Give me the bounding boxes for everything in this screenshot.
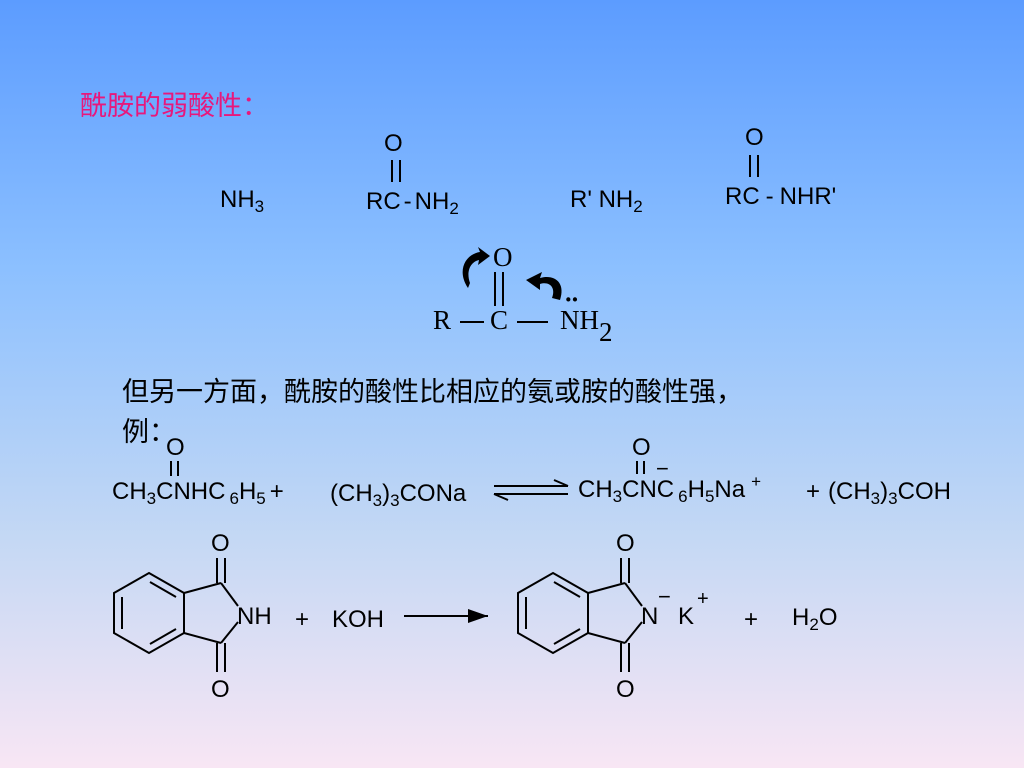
reaction-arrow-head (468, 609, 488, 623)
eq2-top-oxygen2: O (616, 530, 635, 557)
resonance-r: R (433, 305, 452, 335)
eq1-left-oxygen: O (166, 434, 185, 461)
eq2-potassium: K (678, 603, 695, 630)
eq1-product2: +(CH3)3COH (806, 478, 951, 508)
page-title: 酰胺的弱酸性： (80, 91, 269, 122)
eq2-water: H2O (792, 604, 838, 634)
resonance-bonds (460, 272, 548, 323)
eq1-minus-charge: − (656, 456, 669, 481)
eq2-nh: NH (237, 603, 272, 630)
resonance-oxygen: O (493, 242, 513, 272)
eq2-minus-charge: − (658, 584, 671, 609)
eq2-koh: KOH (332, 606, 385, 633)
amide2-oxygen: O (745, 124, 764, 151)
eq2-top-oxygen: O (211, 530, 230, 557)
eq2-bottom-oxygen: O (211, 676, 230, 703)
lone-pair-dots: ·· (564, 285, 579, 314)
resonance-nh2: NH2 (560, 305, 613, 347)
amide2-double-bond (749, 155, 759, 177)
curved-arrow-right (526, 272, 562, 300)
eq1-right-double-bond (636, 461, 645, 474)
equilibrium-arrows (493, 479, 569, 501)
phthalimide-anion-structure (517, 558, 643, 672)
amide2-formula: RC-NHR' (725, 183, 837, 210)
resonance-carbon: C (490, 305, 509, 335)
phthalimide-structure (113, 558, 239, 672)
eq2-plus2: + (744, 606, 759, 633)
ammonia-formula: NH3 (220, 186, 265, 216)
note-text: 但另一方面，酰胺的酸性比相应的氨或胺的酸性强， 例： (122, 373, 922, 453)
eq1-reagent: (CH3)3CONa (330, 480, 467, 510)
eq1-right-oxygen: O (632, 434, 651, 461)
amide1-formula: RC-NH2 (366, 188, 459, 218)
amide1-double-bond (391, 160, 401, 182)
amide1-oxygen: O (384, 130, 403, 157)
curved-arrow-left (462, 247, 490, 288)
amine-formula: R' NH2 (570, 186, 643, 216)
eq2-n: N (641, 603, 659, 630)
eq2-potassium-charge: + (697, 588, 709, 610)
eq2-plus1: + (295, 606, 310, 633)
eq2-bottom-oxygen2: O (616, 676, 635, 703)
note-line2: 例： (122, 417, 176, 448)
eq1-left-double-bond (170, 461, 179, 476)
note-line1: 但另一方面，酰胺的酸性比相应的氨或胺的酸性强， (122, 377, 743, 408)
